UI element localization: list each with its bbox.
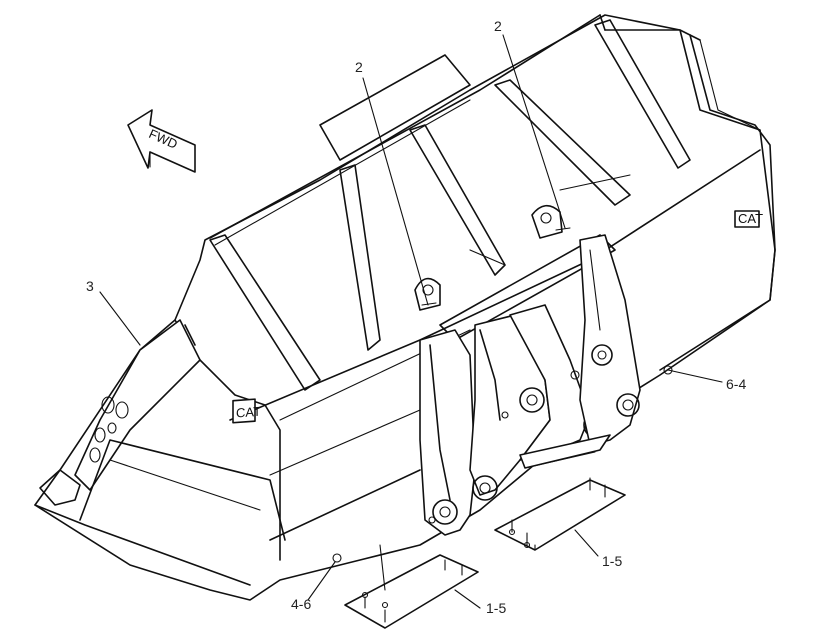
- brand-label-side: CAT: [236, 404, 261, 421]
- callout-3: 3: [86, 278, 94, 294]
- lift-eye-left: [414, 277, 441, 311]
- leader-lines: [99, 34, 723, 609]
- callout-4-6: 4-6: [291, 596, 311, 612]
- callout-2-right: 2: [494, 18, 502, 34]
- callout-labels: 2 2 3 6-4 1-5 4-6 1-5: [86, 18, 746, 616]
- wear-plate-right: [494, 477, 626, 551]
- hinge-bracket-assembly: [332, 234, 673, 563]
- forward-direction-arrow: FWD: [127, 109, 196, 173]
- callout-2-left: 2: [355, 59, 363, 75]
- brand-plate-back: CAT: [734, 210, 763, 228]
- callout-1-5-right: 1-5: [602, 553, 622, 569]
- callout-1-5-bottom: 1-5: [486, 600, 506, 616]
- callout-6-4: 6-4: [726, 376, 746, 392]
- wear-plate-bottom: [344, 544, 479, 629]
- brand-label-back: CAT: [738, 211, 763, 226]
- brand-plate-side: CAT: [232, 398, 261, 424]
- lift-eye-right: [531, 204, 571, 239]
- bucket-body: CAT CAT: [34, 14, 776, 601]
